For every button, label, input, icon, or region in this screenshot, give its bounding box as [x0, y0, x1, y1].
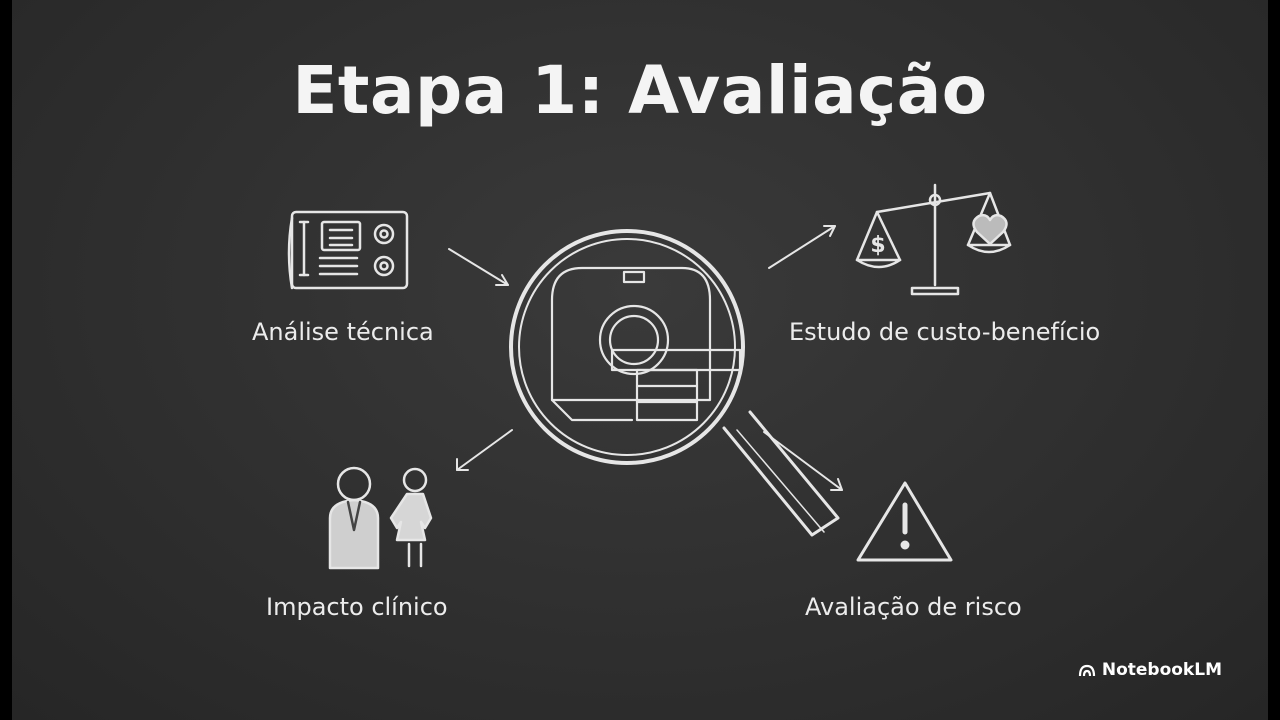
- notebooklm-logo-icon: [1078, 664, 1095, 677]
- magnifying-glass-icon: [509, 229, 840, 537]
- arrow-to-clinical: [456, 429, 513, 471]
- warning-icon: [856, 481, 953, 562]
- arrow-to-risk: [763, 431, 843, 491]
- brand-name: NotebookLM: [1101, 660, 1222, 680]
- page-title: Etapa 1: Avaliação: [292, 52, 988, 129]
- diagram-art: $: [287, 183, 1012, 570]
- label-custo-beneficio: Estudo de custo-benefício: [789, 318, 1101, 346]
- people-icon: [328, 466, 433, 570]
- balance-scale-icon: [855, 183, 1012, 296]
- document-gears-icon: [287, 210, 409, 290]
- dollar-sign-icon: $: [870, 233, 885, 258]
- notebooklm-watermark: NotebookLM: [1078, 660, 1222, 680]
- label-avaliacao-risco: Avaliação de risco: [805, 593, 1022, 621]
- label-analise-tecnica: Análise técnica: [252, 318, 434, 346]
- arrow-to-cost: [768, 225, 836, 269]
- label-impacto-clinico: Impacto clínico: [266, 593, 448, 621]
- arrow-to-center: [448, 248, 509, 286]
- chalkboard: Etapa 1: Avaliação: [12, 0, 1268, 720]
- ct-scanner-icon: [550, 266, 742, 422]
